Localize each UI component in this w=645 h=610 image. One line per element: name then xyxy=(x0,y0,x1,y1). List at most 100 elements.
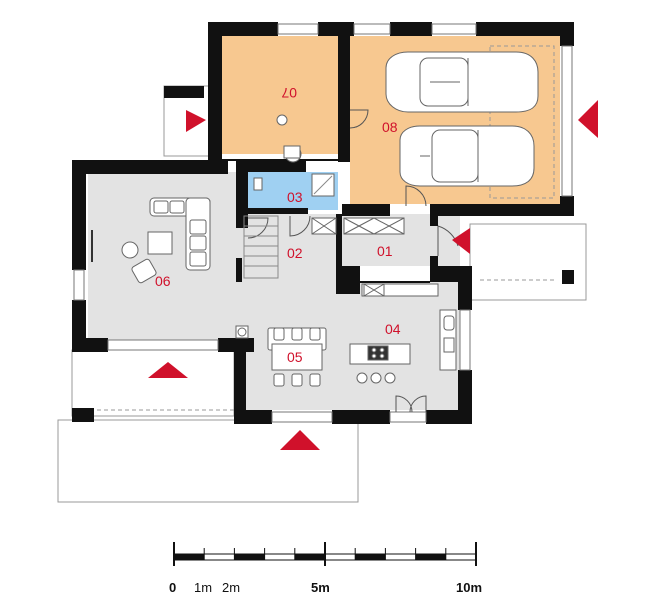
scale-label-1m: 1m xyxy=(194,580,212,595)
wall xyxy=(208,22,222,160)
hall-floor xyxy=(240,280,340,300)
wall xyxy=(342,204,390,216)
stove-icon xyxy=(349,343,411,365)
scale-segment xyxy=(174,554,205,560)
door-swing xyxy=(349,109,369,129)
room-07-floor xyxy=(222,36,340,154)
wall xyxy=(332,410,390,424)
scale-label-5m: 5m xyxy=(311,580,330,595)
wall xyxy=(338,22,350,162)
wardrobe xyxy=(311,217,405,297)
boiler xyxy=(283,145,301,159)
wall xyxy=(72,338,108,352)
garage-outline xyxy=(489,45,555,199)
wall xyxy=(430,256,438,270)
toilet-icon xyxy=(253,177,263,191)
wall xyxy=(72,160,86,270)
window xyxy=(459,309,471,371)
room-label-03: 03 xyxy=(287,189,303,205)
walls xyxy=(72,22,574,424)
room-label-06: 06 xyxy=(155,273,171,289)
room-labels: 01 02 03 04 05 06 07 08 xyxy=(155,85,401,365)
entrance-arrow-icon xyxy=(148,362,188,378)
stool xyxy=(370,372,382,384)
wall xyxy=(458,266,472,310)
entrance-arrow-icon xyxy=(452,228,470,254)
room-label-01: 01 xyxy=(377,243,393,259)
window xyxy=(561,45,573,197)
stairs xyxy=(243,215,279,279)
window xyxy=(353,23,391,35)
scale-label-2m: 2m xyxy=(222,580,240,595)
door-swing xyxy=(289,215,311,237)
scale-segment xyxy=(415,554,446,560)
fridge xyxy=(443,337,455,353)
stairs-outline xyxy=(243,215,279,279)
room-label-02: 02 xyxy=(287,245,303,261)
wall xyxy=(338,266,360,294)
wall xyxy=(236,160,306,172)
coffee-table xyxy=(147,231,173,255)
scale-segment xyxy=(294,554,325,560)
scale-segment xyxy=(355,554,386,560)
armchair xyxy=(121,241,139,259)
terrace-west xyxy=(71,349,235,417)
terrace-south xyxy=(57,419,359,503)
wall xyxy=(560,22,574,46)
room-label-07: 07 xyxy=(281,85,297,101)
wall xyxy=(234,410,272,424)
wall xyxy=(208,22,278,36)
room-label-05: 05 xyxy=(287,349,303,365)
terrace-post xyxy=(164,86,204,98)
window xyxy=(107,339,219,351)
window xyxy=(73,269,85,301)
wall xyxy=(430,204,574,216)
door-swing xyxy=(247,217,269,239)
wall xyxy=(248,208,308,214)
scale-label-0: 0 xyxy=(169,580,176,595)
sofa-icon xyxy=(149,197,211,271)
door-swing xyxy=(405,185,427,207)
scale-bar: 0 1m 2m 5m 10m xyxy=(169,542,482,595)
entrance-arrow-icon xyxy=(186,110,206,132)
door-swing xyxy=(395,395,427,413)
shower-icon xyxy=(311,173,335,197)
ceiling-light xyxy=(276,114,288,126)
terrace-post xyxy=(72,408,94,422)
wall xyxy=(236,160,248,228)
partitions xyxy=(220,159,430,283)
wall xyxy=(234,338,246,424)
entrance-arrow-icon xyxy=(280,430,320,450)
armchair xyxy=(131,258,157,284)
car-icon xyxy=(399,125,535,187)
room-06-floor xyxy=(88,172,240,340)
window xyxy=(271,411,333,423)
window xyxy=(431,23,477,35)
terrace-east xyxy=(469,223,587,301)
windows xyxy=(73,23,573,423)
wall xyxy=(72,160,228,174)
wall xyxy=(430,214,438,226)
car-icon xyxy=(385,51,539,113)
scale-label-10m: 10m xyxy=(456,580,482,595)
terrace-post xyxy=(562,270,574,284)
wall xyxy=(236,258,242,282)
sink-icon xyxy=(443,315,455,331)
wall xyxy=(390,22,432,36)
entrance-arrow-icon xyxy=(578,100,598,138)
scale-segment xyxy=(234,554,265,560)
room-label-08: 08 xyxy=(382,119,398,135)
stool xyxy=(384,372,396,384)
stool xyxy=(356,372,368,384)
window xyxy=(277,23,319,35)
entrance-arrows xyxy=(148,100,598,450)
room-label-04: 04 xyxy=(385,321,401,337)
fixture-circle xyxy=(237,327,247,337)
wall xyxy=(336,214,342,294)
wall xyxy=(476,22,574,36)
scale-ticks xyxy=(173,542,477,566)
dining-table-icon xyxy=(267,327,327,387)
wall xyxy=(426,410,472,424)
window xyxy=(389,411,427,423)
